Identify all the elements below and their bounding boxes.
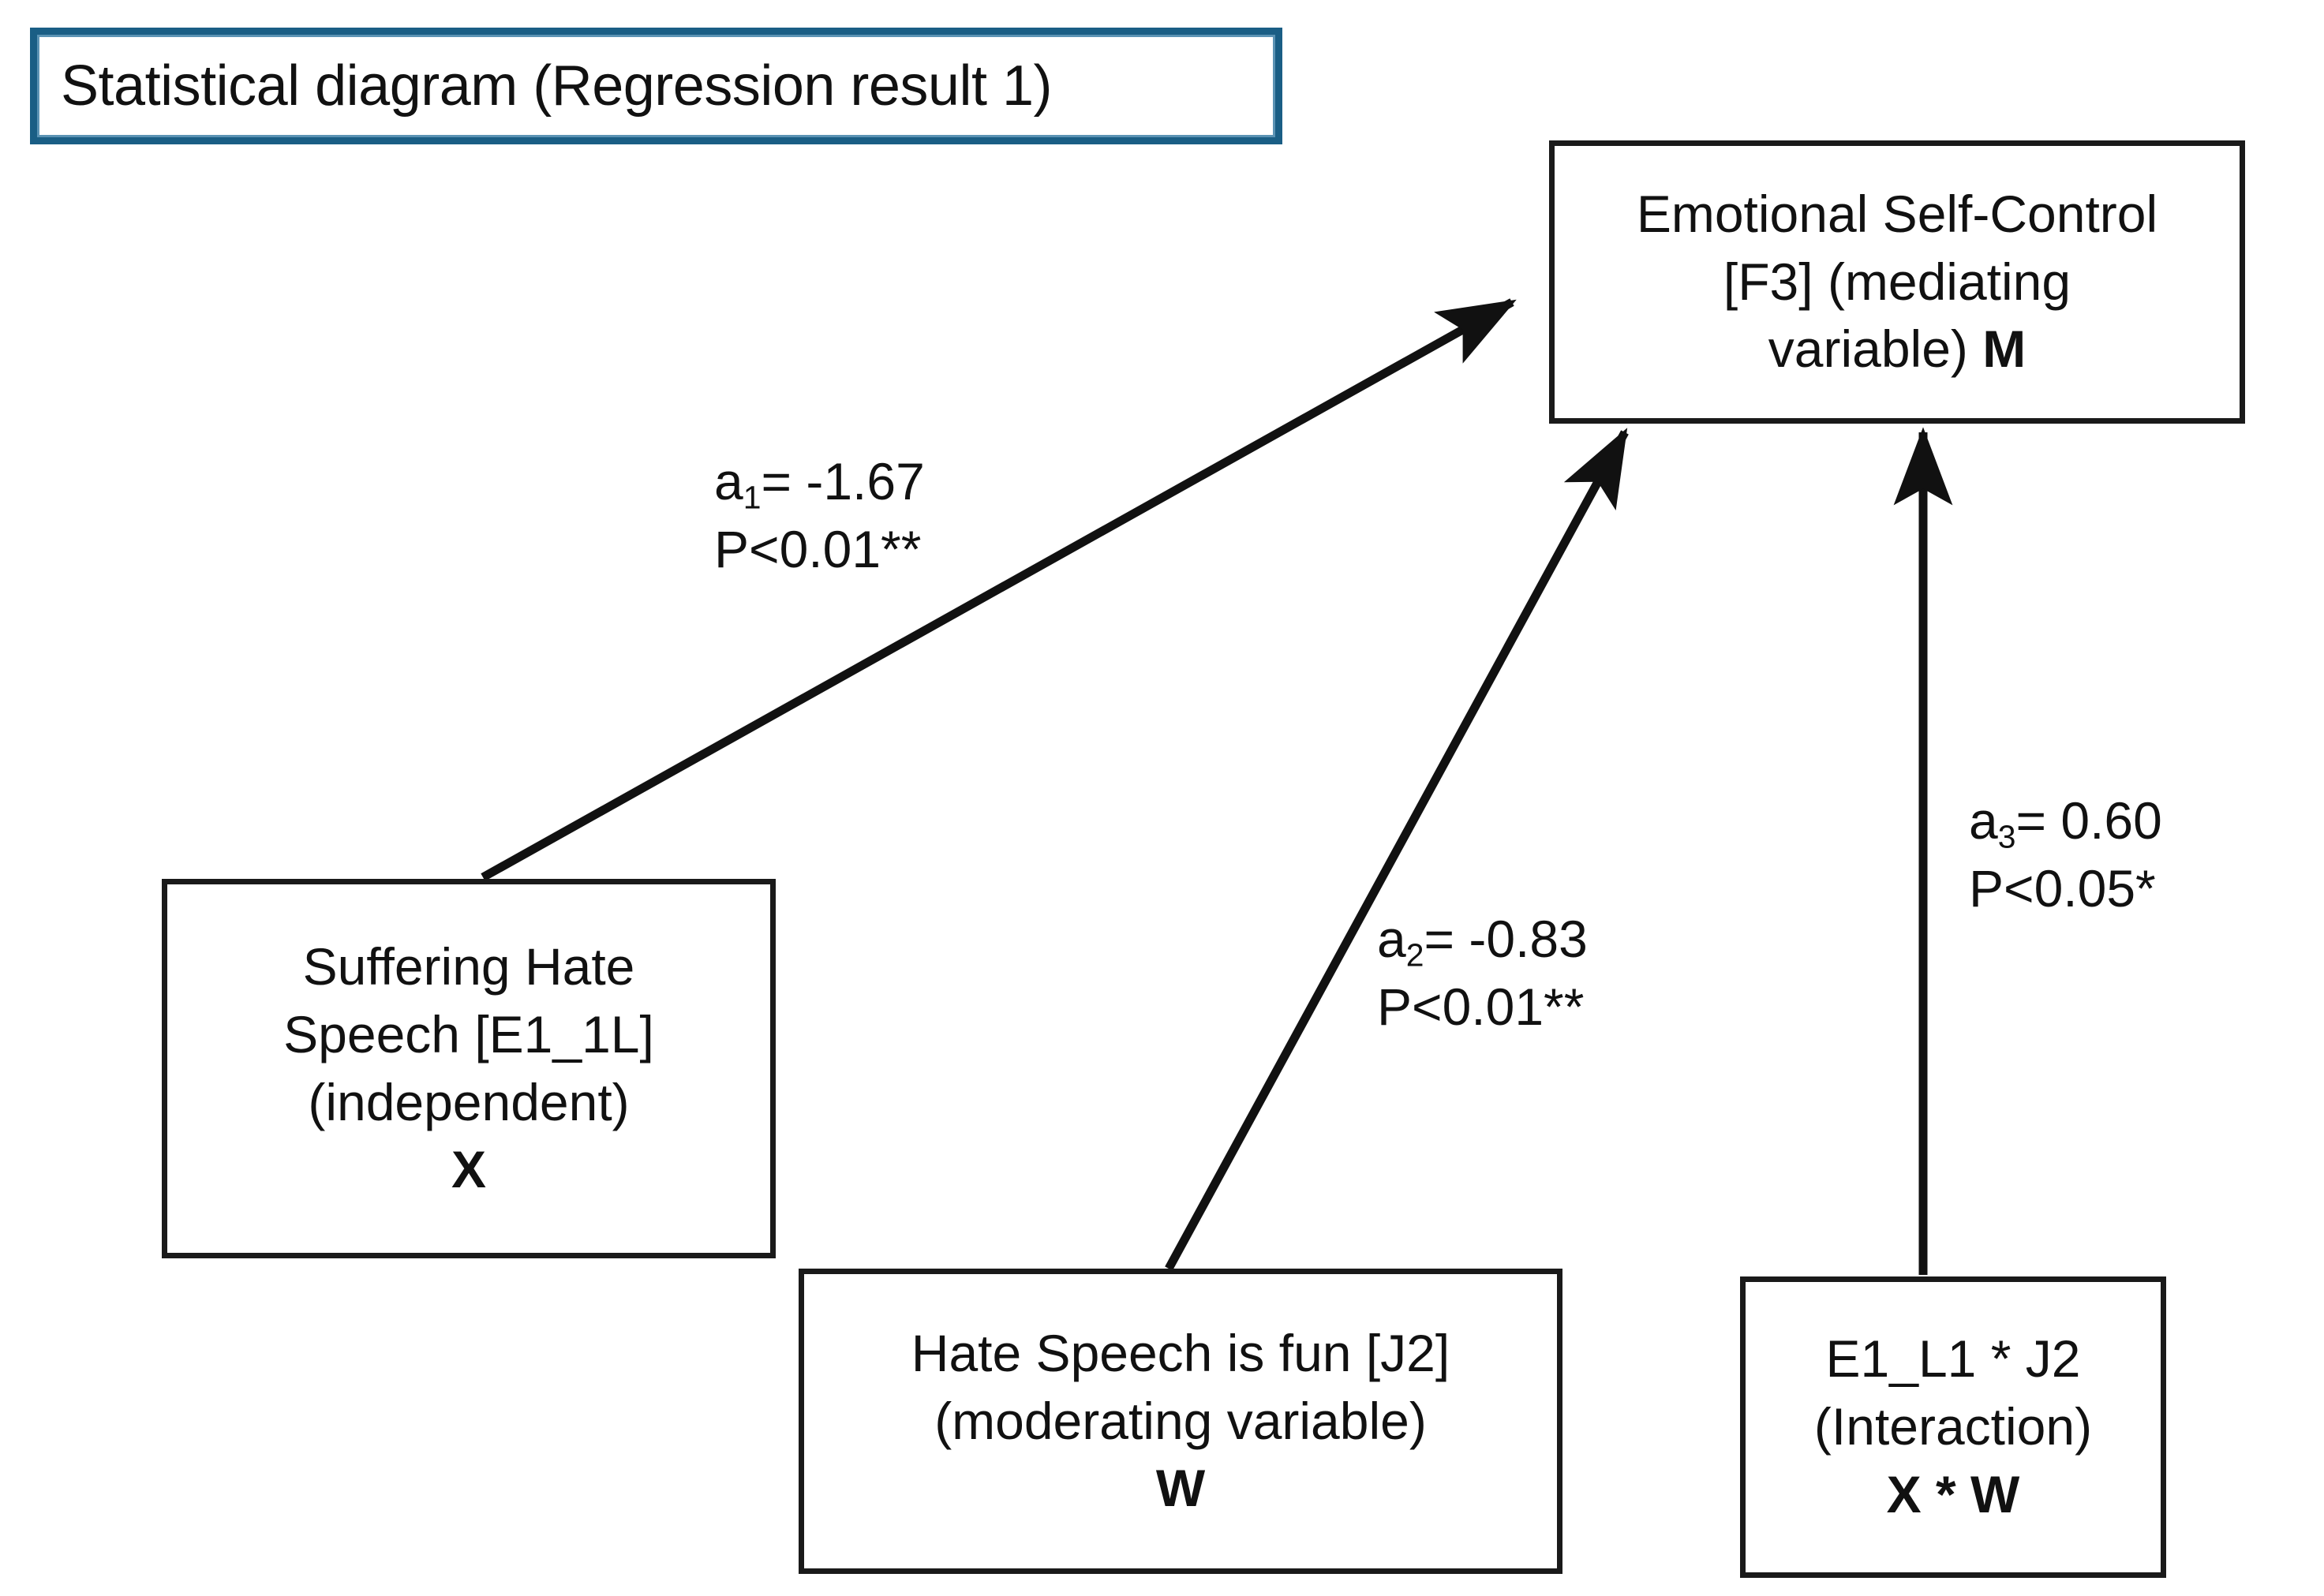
- node-independent-line3: (independent): [308, 1072, 630, 1131]
- node-moderator-line2: (moderating variable): [934, 1391, 1427, 1450]
- node-mediator-symbol: M: [1982, 320, 2026, 379]
- path-label-a3-subscript: 3: [1997, 818, 2016, 855]
- node-moderator-line1: Hate Speech is fun [J2]: [911, 1323, 1450, 1382]
- node-interaction-line1: E1_L1 * J2: [1825, 1329, 2081, 1389]
- node-interaction[interactable]: E1_L1 * J2 (Interaction) X * W: [1740, 1276, 2166, 1578]
- page-title: Statistical diagram (Regression result 1…: [61, 54, 1053, 118]
- path-label-a1-value: = -1.67: [761, 452, 925, 510]
- path-label-a2-value: = -0.83: [1424, 910, 1588, 968]
- node-interaction-symbol: X * W: [1886, 1464, 2020, 1523]
- path-label-a1-significance: P<0.01**: [714, 520, 922, 579]
- path-label-a1-name: a: [714, 452, 743, 510]
- path-label-a2-significance: P<0.01**: [1377, 977, 1585, 1037]
- node-mediator-line2: [F3] (mediating: [1723, 252, 2071, 311]
- path-label-a3-significance: P<0.05*: [1969, 859, 2156, 918]
- node-independent-line2: Speech [E1_1L]: [283, 1004, 654, 1063]
- path-label-a2-name: a: [1377, 910, 1406, 968]
- node-independent[interactable]: Suffering Hate Speech [E1_1L] (independe…: [162, 879, 776, 1258]
- path-label-a3: a3= 0.60 P<0.05*: [1969, 789, 2162, 921]
- path-label-a1-coefficient: a1= -1.67: [714, 450, 925, 518]
- node-mediator-line1: Emotional Self-Control: [1636, 184, 2158, 243]
- path-label-a3-value: = 0.60: [2015, 791, 2162, 850]
- node-mediator-line3-text: variable): [1768, 320, 1968, 379]
- path-label-a2-coefficient: a2= -0.83: [1377, 907, 1588, 975]
- node-independent-symbol: X: [451, 1140, 487, 1199]
- arrow-path-a2: [1165, 428, 1629, 1271]
- node-moderator[interactable]: Hate Speech is fun [J2] (moderating vari…: [799, 1269, 1562, 1574]
- path-label-a3-name: a: [1969, 791, 1998, 850]
- node-mediator[interactable]: Emotional Self-Control [F3] (mediating v…: [1549, 140, 2245, 424]
- path-label-a1: a1= -1.67 P<0.01**: [714, 450, 925, 581]
- path-label-a2-subscript: 2: [1405, 936, 1424, 974]
- node-moderator-symbol: W: [1155, 1459, 1206, 1518]
- path-label-a2: a2= -0.83 P<0.01**: [1377, 907, 1588, 1039]
- node-interaction-line2: (Interaction): [1813, 1397, 2093, 1456]
- arrow-path-a1: [481, 298, 1517, 881]
- path-label-a3-coefficient: a3= 0.60: [1969, 789, 2162, 857]
- node-independent-line1: Suffering Hate: [302, 936, 635, 996]
- path-label-a1-subscript: 1: [743, 479, 762, 516]
- node-mediator-line3: variable) M: [1768, 316, 2026, 383]
